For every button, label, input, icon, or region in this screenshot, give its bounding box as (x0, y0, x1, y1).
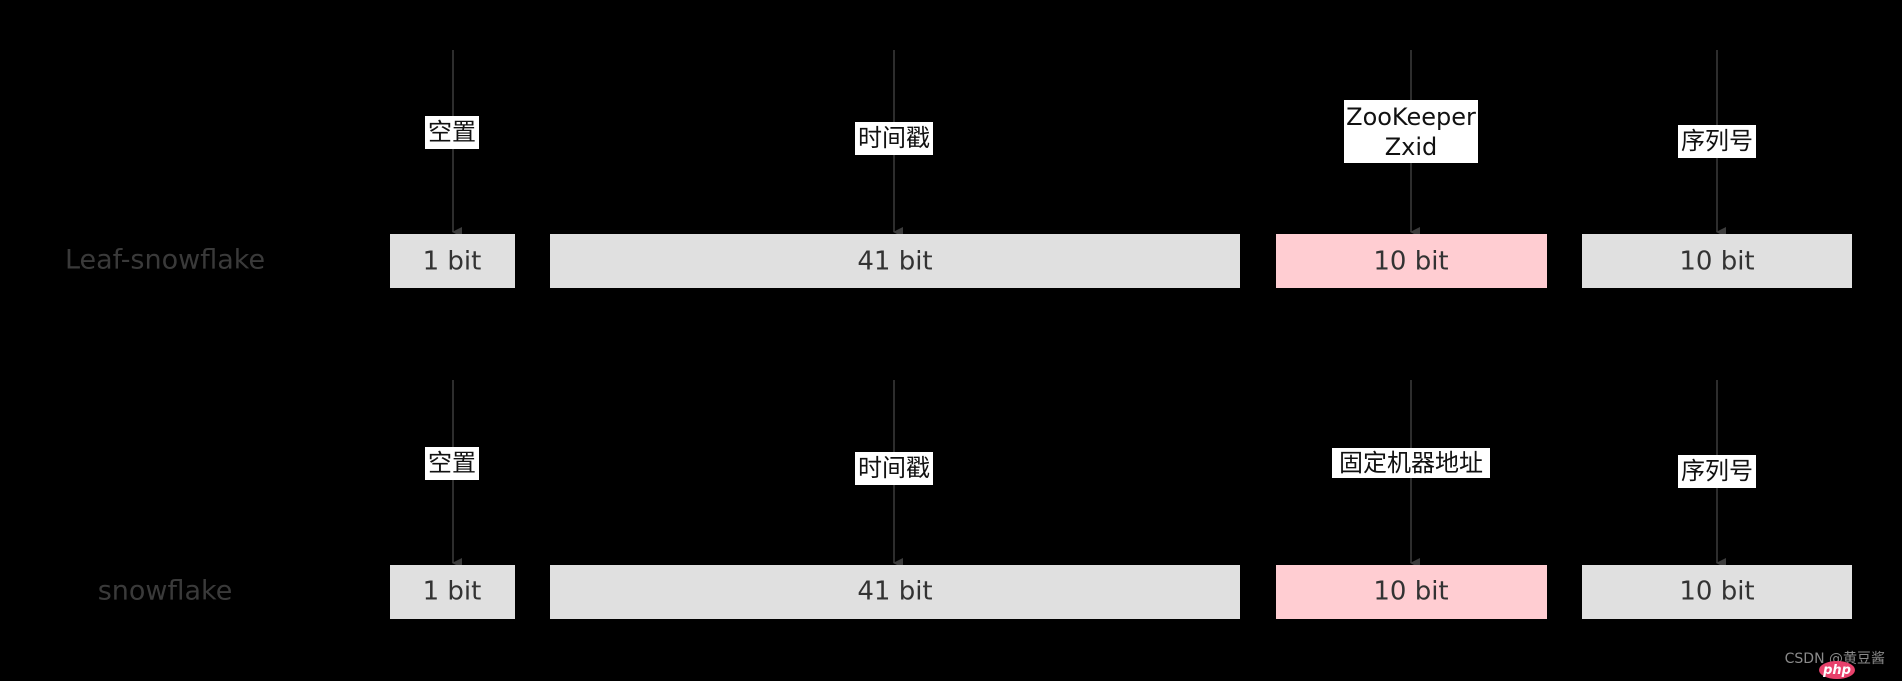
bit-cell-label: 10 bit (1679, 577, 1754, 607)
annotation-label: 序列号 (1681, 457, 1753, 485)
annotation-box (1344, 100, 1478, 163)
annotation-label: 空置 (428, 449, 476, 477)
watermark-text: CSDN @黄豆酱 (1785, 650, 1885, 667)
bit-cell-label: 10 bit (1679, 247, 1754, 277)
cell-machine-bits: 固定机器地址 10 bit (1276, 380, 1547, 619)
bit-cell (1582, 234, 1852, 288)
row-label: Leaf-snowflake (65, 245, 265, 276)
bit-cell-highlighted (1276, 565, 1547, 619)
bit-cell-label: 41 bit (857, 247, 932, 277)
annotation-label: 空置 (428, 118, 476, 146)
cell-sequence-bits: 序列号 10 bit (1582, 50, 1852, 288)
bit-cell-label: 41 bit (857, 577, 932, 607)
annotation-label: 时间戳 (858, 124, 930, 152)
bit-cell (1582, 565, 1852, 619)
bit-cell-label: 1 bit (423, 577, 482, 607)
annotation-box (855, 122, 933, 155)
cell-machine-bits: ZooKeeper Zxid 10 bit (1276, 50, 1547, 288)
bit-cell-label: 10 bit (1373, 577, 1448, 607)
annotation-box (855, 452, 933, 485)
annotation-label: 序列号 (1681, 127, 1753, 155)
annotation-label: Zxid (1385, 133, 1438, 161)
annotation-label: 固定机器地址 (1339, 449, 1483, 477)
row-leaf-snowflake: Leaf-snowflake 空置 1 bit 时间戳 41 bit ZooKe… (65, 50, 1852, 288)
annotation-label: 时间戳 (858, 454, 930, 482)
cell-sign-bit: 空置 1 bit (390, 50, 515, 288)
cell-timestamp-bits: 时间戳 41 bit (550, 380, 1240, 619)
bit-cell-highlighted (1276, 234, 1547, 288)
bit-cell (390, 565, 515, 619)
annotation-box (425, 447, 479, 480)
bit-cell (550, 565, 1240, 619)
php-logo-icon (1819, 661, 1855, 679)
bit-cell (390, 234, 515, 288)
watermark: CSDN @黄豆酱 php (1785, 650, 1885, 679)
row-snowflake: snowflake 空置 1 bit 时间戳 41 bit 固定机器地址 10 … (98, 380, 1852, 619)
cell-sequence-bits: 序列号 10 bit (1582, 380, 1852, 619)
annotation-box (1332, 448, 1490, 478)
annotation-box (1678, 125, 1756, 158)
bit-cell-label: 1 bit (423, 247, 482, 277)
annotation-label: ZooKeeper (1346, 103, 1476, 131)
cell-sign-bit: 空置 1 bit (390, 380, 515, 619)
bit-cell (550, 234, 1240, 288)
annotation-box (425, 116, 479, 149)
bit-cell-label: 10 bit (1373, 247, 1448, 277)
annotation-box (1678, 455, 1756, 488)
row-label: snowflake (98, 576, 233, 607)
cell-timestamp-bits: 时间戳 41 bit (550, 50, 1240, 288)
php-logo-label: php (1822, 663, 1851, 678)
